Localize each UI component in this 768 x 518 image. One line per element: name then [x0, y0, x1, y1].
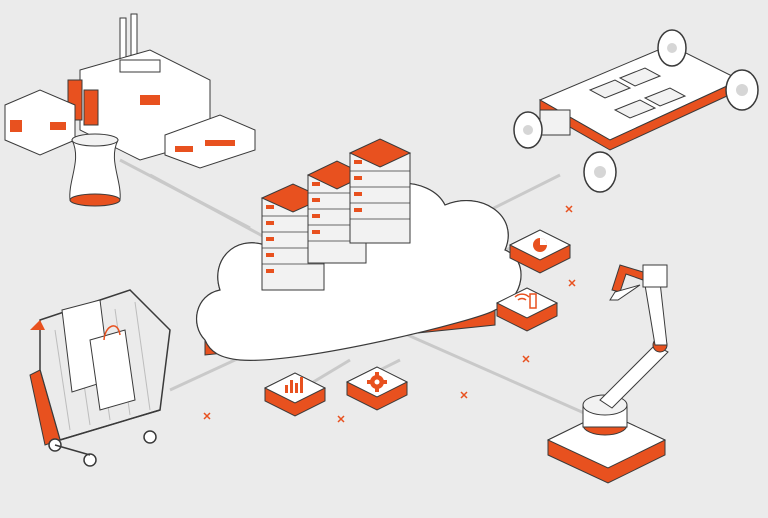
wheel-icon: [513, 29, 759, 193]
wireless-device-icon: [514, 293, 537, 309]
shopping-bag-icon: [61, 299, 136, 411]
gear-icon: [367, 372, 387, 392]
cooling-tower-icon: [69, 133, 121, 207]
warehouse-right: [164, 114, 256, 169]
tile-pie-chart: [508, 229, 572, 274]
shopping-cart: [29, 289, 171, 467]
tile-gear: [345, 366, 409, 411]
x-marker: [522, 355, 530, 363]
gripper-icon: [609, 264, 644, 301]
bar-chart-icon: [285, 377, 303, 393]
x-marker: [460, 391, 468, 399]
x-marker: [337, 415, 345, 423]
server-stack-right: [348, 138, 412, 244]
x-marker: [565, 205, 573, 213]
factory: [4, 13, 256, 207]
tile-bar-chart: [263, 372, 327, 417]
warehouse-left: [4, 89, 76, 156]
x-marker: [568, 279, 576, 287]
x-marker: [203, 412, 211, 420]
tile-wireless-device: [495, 287, 559, 332]
robot-arm: [546, 264, 669, 484]
cart-wheel-icon: [48, 430, 157, 467]
vehicle-chassis: [513, 29, 759, 193]
pie-chart-icon: [533, 238, 547, 252]
